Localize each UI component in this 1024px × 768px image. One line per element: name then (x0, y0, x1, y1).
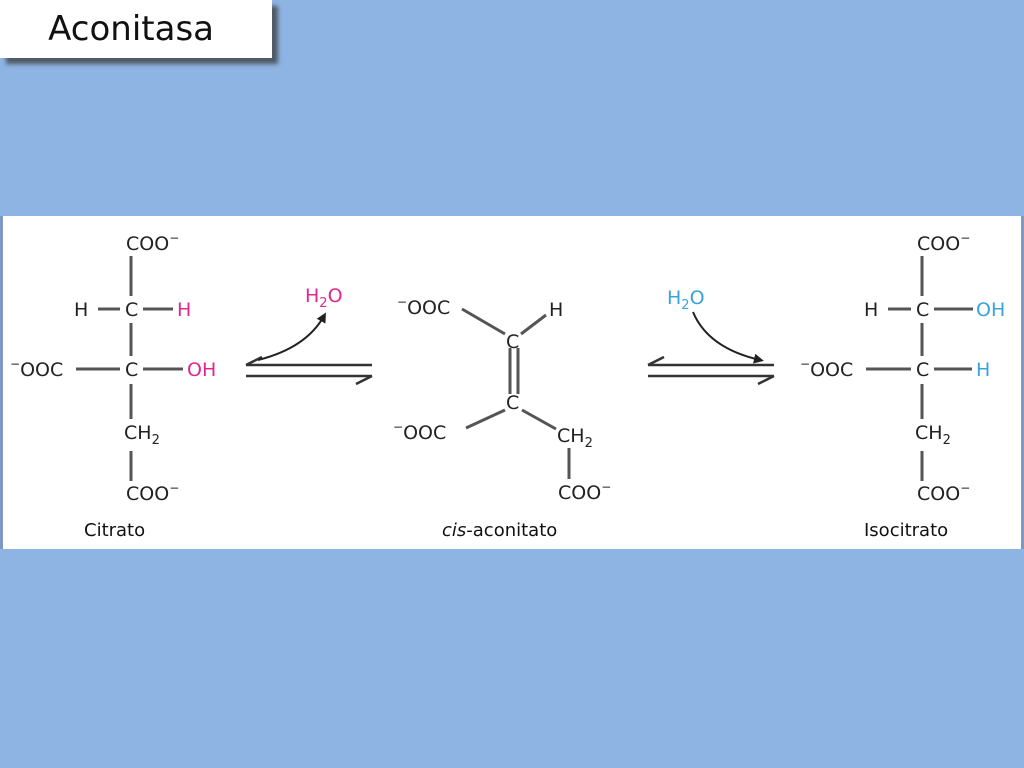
diagram-panel (0, 216, 1024, 549)
citrate-c-upper: C (125, 299, 138, 321)
cis-aconitate-bottom-carboxylate: COO− (558, 480, 611, 504)
cis-aconitate-c-lower: C (506, 392, 519, 414)
citrate-bottom-carboxylate: COO− (126, 481, 179, 505)
citrate-label: Citrato (84, 520, 146, 541)
isocitrate-left-carboxylate: −OOC (800, 357, 853, 381)
dehydration-arrow (245, 312, 373, 386)
hydration-arrow (647, 311, 775, 386)
isocitrate-top-carboxylate: COO− (917, 231, 970, 255)
citrate-structure: COO− H C H −OOC C OH CH2 COO− (10, 231, 216, 505)
citrate-ch2: CH2 (124, 422, 160, 448)
isocitrate-c-lower: C (916, 359, 929, 381)
cis-aconitate-label-italic: cis (442, 520, 467, 541)
isocitrate-c-upper: C (916, 299, 929, 321)
hydration-water: H2O (667, 287, 705, 313)
isocitrate-h-right: H (976, 359, 990, 381)
cis-aconitate-ch2: CH2 (557, 425, 593, 451)
isocitrate-h-left: H (864, 299, 878, 321)
citrate-h-right: H (177, 299, 191, 321)
aconitase-reaction-scheme: COO− H C H −OOC C OH CH2 COO− H2O (10, 231, 1005, 505)
slide-title: Aconitasa (48, 9, 214, 49)
isocitrate-structure: COO− H C OH −OOC C H CH2 COO− (800, 231, 1005, 505)
citrate-h-left: H (74, 299, 88, 321)
citrate-top-carboxylate: COO− (126, 231, 179, 255)
cis-aconitate-lower-carboxylate: −OOC (393, 420, 446, 444)
cis-aconitate-h: H (549, 299, 563, 321)
dehydration-water: H2O (305, 285, 343, 311)
cis-aconitate-structure: −OOC H C C −OOC CH2 COO− (393, 295, 611, 504)
isocitrate-bottom-carboxylate: COO− (917, 481, 970, 505)
cis-aconitate-label-rest: -aconitato (466, 520, 558, 541)
isocitrate-label: Isocitrato (864, 520, 949, 541)
cis-aconitate-upper-carboxylate: −OOC (397, 295, 450, 319)
cis-aconitate-label: cis-aconitato (442, 520, 557, 541)
citrate-c-lower: C (125, 359, 138, 381)
isocitrate-ch2: CH2 (915, 422, 951, 448)
citrate-oh: OH (187, 359, 216, 381)
cis-aconitate-c-upper: C (506, 331, 519, 353)
slide-title-box: Aconitasa (0, 0, 272, 58)
isocitrate-oh: OH (976, 299, 1005, 321)
citrate-left-carboxylate: −OOC (10, 357, 63, 381)
